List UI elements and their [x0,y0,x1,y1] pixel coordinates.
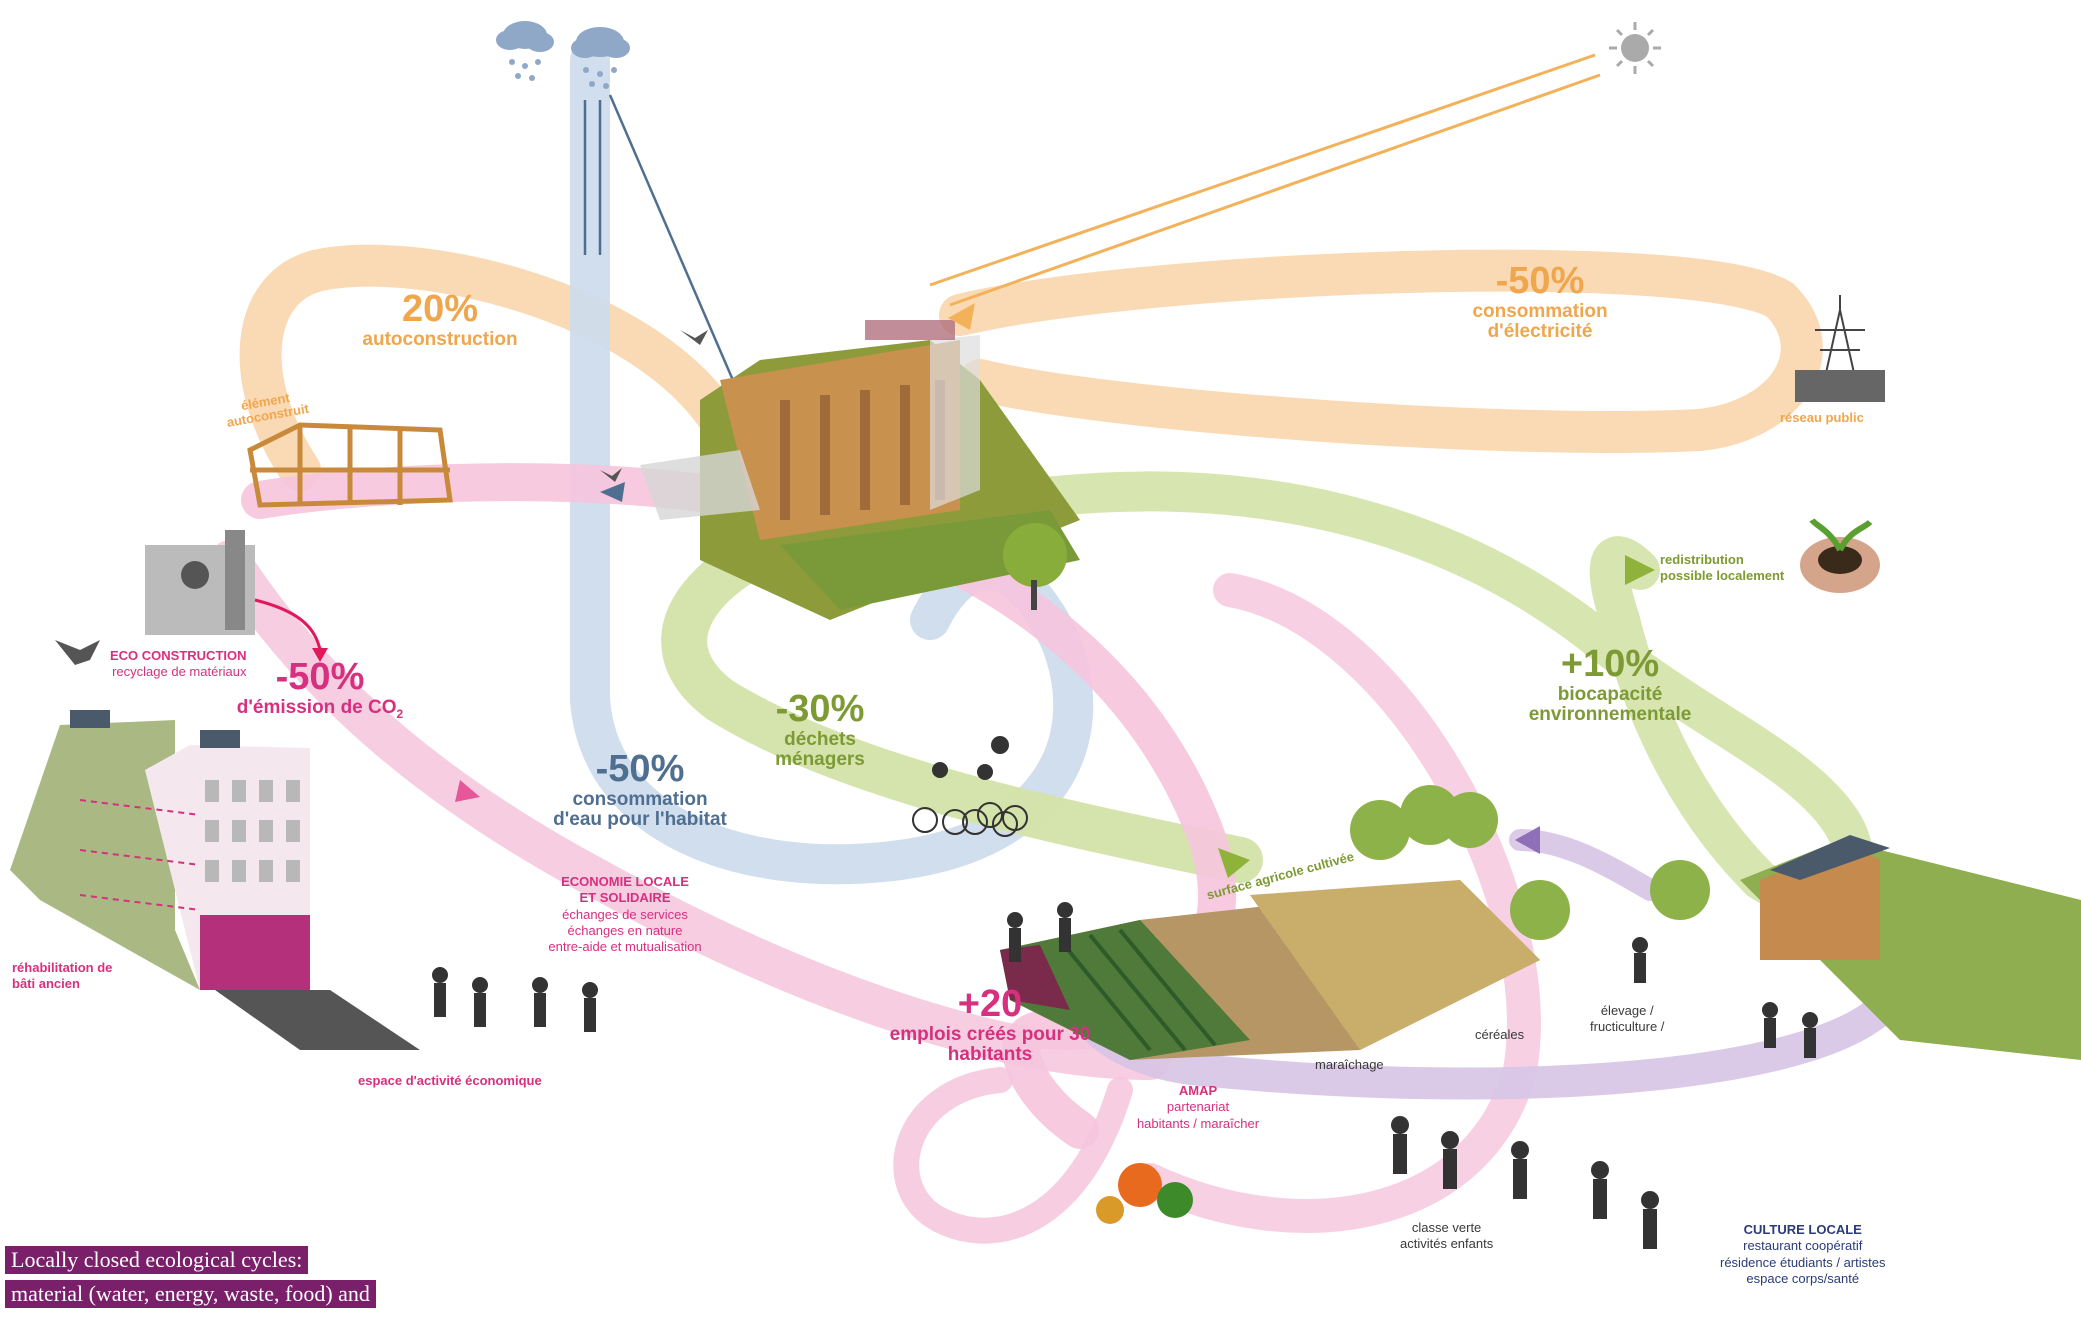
espace-activite-label: espace d'activité économique [358,1073,542,1088]
economy-loop-3 [1133,573,1541,1233]
dashed-lines [79,799,201,911]
vegetables-icon [1096,1163,1193,1224]
self-build-frame-illustration [247,422,453,508]
cereales-label: céréales [1475,1027,1525,1042]
economie-locale-label: ECONOMIE LOCALE ET SOLIDAIRE échanges de… [540,874,710,955]
reseau-public-label: réseau public [1780,410,1864,425]
eco-building-illustration [640,320,1080,620]
economie-locale-l3: entre-aide et mutualisation [548,939,702,954]
classe-verte-line2: activités enfants [1400,1236,1494,1252]
elevage-line2: fructiculture / [1590,1019,1665,1035]
economy-loop [241,463,1237,1149]
electricite-label: -50% consommation d'électricité [1440,260,1640,342]
people-silhouettes [432,902,1818,1249]
rehabilitation-label: réhabilitation de bâti ancien [12,960,112,993]
autoconstruction-label: 20% autoconstruction [345,288,535,350]
redistribution-line2: possible localement [1660,568,1785,584]
rain-cloud-icon [496,21,630,89]
co2-text: d'émission de CO [236,696,397,718]
dechets-line2: ménagers [775,748,865,770]
rehabilitation-line2: bâti ancien [12,976,80,992]
plant-in-hands-icon [1800,518,1880,593]
economie-locale-l2: échanges en nature [567,922,683,938]
eau-label: -50% consommation d'eau pour l'habitat [530,748,750,830]
rehabilitation-line1: réhabilitation de [12,960,113,975]
sun-icon [1609,22,1661,74]
bird-icon [55,330,708,665]
amap-label: AMAP partenariat habitants / maraîcher [1128,1083,1268,1132]
caption-line-2: material (water, energy, waste, food) an… [5,1280,376,1308]
caption-line-1: Locally closed ecological cycles: [5,1246,309,1274]
waste-loop [661,497,1263,883]
amap-title: AMAP [1178,1083,1218,1098]
elevage-label: élevage / fructiculture / [1590,1003,1664,1036]
autoconstruction-value: 20% [401,288,479,330]
orchard-trees-icon [1350,785,1710,940]
economy-loop-2 [210,540,1170,1080]
biocapacite-line2: environnementale [1528,703,1692,725]
economie-locale-l1: échanges de services [562,906,688,922]
electricite-value: -50% [1495,260,1585,302]
biocapacite-value: +10% [1560,643,1660,685]
co2-subscript: 2 [396,706,404,721]
old-buildings-illustration [10,710,420,1050]
culture-locale-l2: résidence étudiants / artistes [1720,1254,1886,1270]
worker-illustration [145,530,255,635]
tree-icon [1003,523,1067,610]
electricity-loop [939,249,1823,453]
redistribution-label: redistribution possible localement [1660,552,1784,585]
culture-locale-l3: espace corps/santé [1746,1270,1860,1286]
eco-construction-label: ECO CONSTRUCTION recyclage de matériaux [110,648,247,681]
amap-l1: partenariat [1166,1099,1230,1115]
rain-arrows [583,94,737,386]
classe-verte-label: classe verte activités enfants [1400,1220,1493,1253]
co2-arrowhead [312,648,328,662]
maraichage-label: maraîchage [1315,1057,1384,1072]
biocapacite-label: +10% biocapacité environnementale [1510,643,1710,725]
flow-arrowheads [455,303,1655,878]
classe-verte-line1: classe verte [1411,1220,1482,1235]
dechets-value: -30% [775,688,865,730]
autoconstruction-text: autoconstruction [362,328,518,350]
electricite-line1: consommation [1472,300,1608,322]
economie-locale-title1: ECONOMIE LOCALE [561,874,689,889]
amap-loop [893,1067,1133,1244]
eau-line2: d'eau pour l'habitat [553,808,727,830]
culture-locale-l1: restaurant coopératif [1743,1238,1863,1254]
co2-label: -50% d'émission de CO2 [225,656,415,721]
co2-arrow [254,598,322,651]
emplois-line2: habitants [947,1043,1033,1065]
biocapacity-loop [1000,471,1873,917]
culture-locale-title: CULTURE LOCALE [1743,1222,1862,1237]
farm-field-illustration [1000,880,1540,1060]
economie-locale-title2: ET SOLIDAIRE [579,890,671,906]
green-house-illustration [1740,835,2081,1060]
eco-construction-title: ECO CONSTRUCTION [110,648,247,663]
cyclists-icon [912,736,1028,837]
autoconstruction-loop [239,244,741,491]
eau-value: -50% [595,748,685,790]
pylon-icon [1795,295,1885,402]
biocapacite-line1: biocapacité [1557,683,1663,705]
amap-l2: habitants / maraîcher [1136,1115,1260,1131]
emplois-line1: emplois créés pour 30 [889,1023,1091,1045]
eco-construction-sub: recyclage de matériaux [112,664,247,680]
elevage-line1: élevage / [1600,1003,1654,1018]
redistribution-line1: redistribution [1660,552,1744,567]
sun-rays [929,53,1601,307]
culture-locale-label: CULTURE LOCALE restaurant coopératif rés… [1720,1222,1885,1287]
emplois-label: +20 emplois créés pour 30 habitants [870,983,1110,1065]
emplois-value: +20 [957,983,1023,1025]
electricite-line2: d'électricité [1487,320,1593,342]
dechets-line1: déchets [784,728,856,750]
co2-value: -50% [275,656,365,698]
dechets-label: -30% déchets ménagers [750,688,890,770]
eau-line1: consommation [572,788,708,810]
